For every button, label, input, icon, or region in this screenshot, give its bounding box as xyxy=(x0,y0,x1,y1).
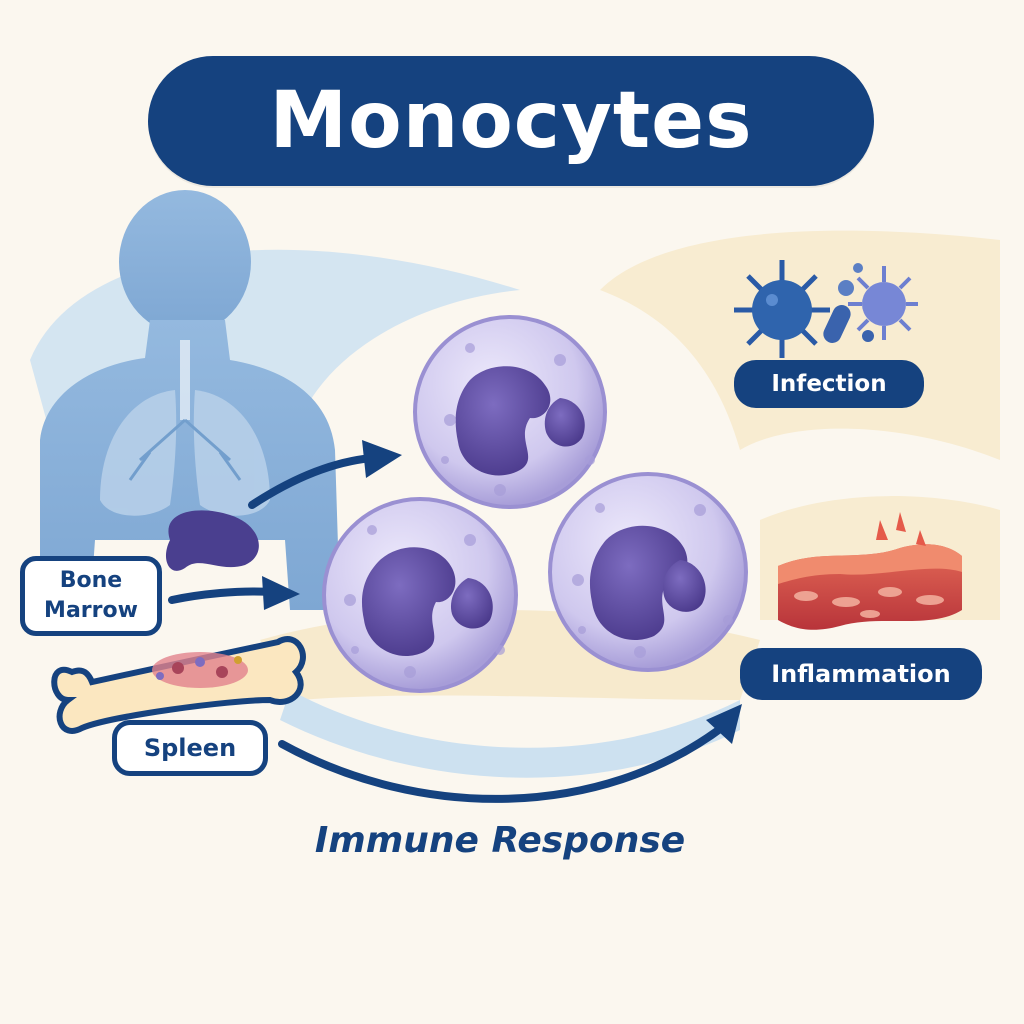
virus-icon xyxy=(734,260,830,358)
virus-icon-small xyxy=(848,266,918,340)
immune-response-label: Immune Response xyxy=(314,820,686,861)
arrow-icon xyxy=(168,454,728,803)
inflamed-tissue-icon xyxy=(778,512,962,630)
inflammation-label-text: Inflammation xyxy=(771,660,951,688)
spleen-organ-icon xyxy=(165,510,259,571)
blue-band-bottom xyxy=(280,690,740,778)
title-banner: Monocytes xyxy=(148,56,874,186)
inflammation-label: Inflammation xyxy=(740,648,982,700)
cream-panel-infection xyxy=(600,230,1000,460)
page-title: Monocytes xyxy=(269,76,753,166)
monocyte-cell-icon xyxy=(548,472,748,672)
bone-icon xyxy=(51,636,306,734)
arrow-head-middle xyxy=(262,576,300,610)
infection-label: Infection xyxy=(734,360,924,408)
bacteria-icon xyxy=(823,263,874,343)
bone-marrow-label: Bone Marrow xyxy=(20,556,162,636)
spleen-label-text: Spleen xyxy=(143,734,237,762)
human-silhouette-icon xyxy=(40,190,340,610)
monocyte-cell-icon xyxy=(413,315,607,509)
spleen-label: Spleen xyxy=(112,720,268,776)
arrow-head-top xyxy=(362,440,402,478)
monocyte-cell-icon xyxy=(322,497,518,693)
bone-marrow-label-line2: Marrow xyxy=(44,598,138,623)
arrow-head-bottom xyxy=(706,704,742,744)
infection-label-text: Infection xyxy=(771,371,887,397)
lungs-icon xyxy=(100,340,270,516)
bone-marrow-label-line1: Bone xyxy=(59,568,123,593)
